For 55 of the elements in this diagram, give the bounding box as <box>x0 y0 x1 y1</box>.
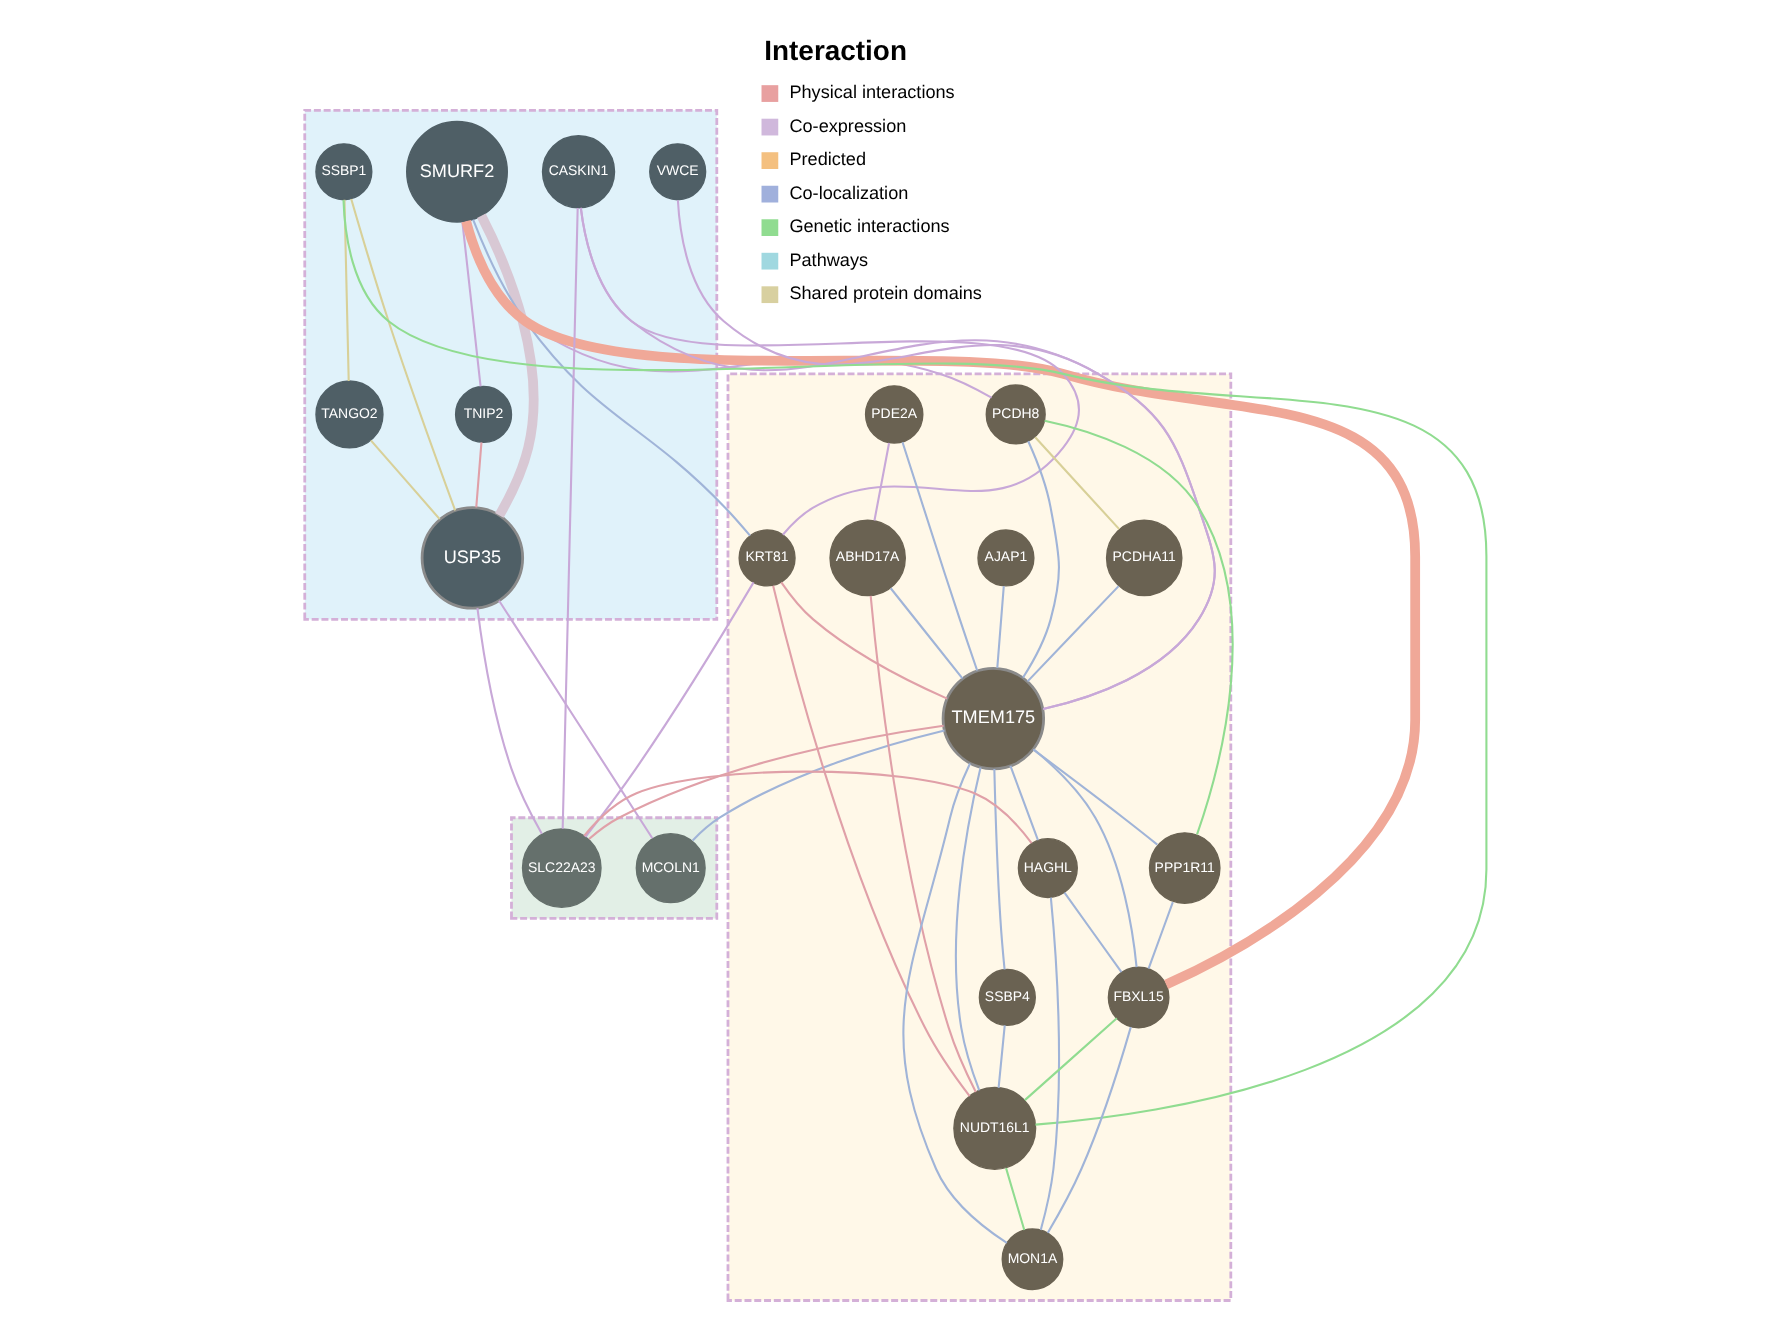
connector <box>996 586 1005 668</box>
connector <box>461 222 482 387</box>
legend-label: Genetic interactions <box>789 216 950 237</box>
connector <box>780 581 948 700</box>
connector <box>691 729 945 842</box>
connector <box>476 608 543 835</box>
legend-label: Co-localization <box>789 182 909 203</box>
connector <box>343 199 350 382</box>
connector <box>772 585 971 1097</box>
connector <box>1034 436 1120 530</box>
connector <box>1063 892 1123 973</box>
legend-label: Shared protein domains <box>789 283 982 304</box>
connector <box>461 219 1421 989</box>
connector <box>579 207 1080 536</box>
connector <box>902 763 1008 1244</box>
connector <box>561 208 579 829</box>
connector <box>1147 901 1174 970</box>
connector <box>1032 748 1138 968</box>
connector <box>350 198 457 511</box>
legend-label: Predicted <box>789 149 867 170</box>
connector <box>1032 748 1158 846</box>
connector <box>579 207 1216 710</box>
connector <box>873 442 891 521</box>
connector <box>901 441 979 671</box>
legend-label: Co-expression <box>789 115 907 136</box>
connector <box>1044 419 1234 835</box>
connector <box>954 767 982 1091</box>
node-circle: USP35 <box>420 506 525 610</box>
legend-label: Pathways <box>789 249 869 270</box>
connector <box>1005 1167 1026 1231</box>
connector <box>1039 897 1061 1231</box>
connector <box>1026 585 1120 683</box>
connector <box>993 768 1006 970</box>
cluster <box>510 816 719 920</box>
node-circle: TMEM175 <box>941 666 1046 771</box>
connector <box>477 213 539 518</box>
connector <box>584 581 755 838</box>
connector <box>1024 1017 1118 1101</box>
connector <box>583 770 1033 844</box>
connector <box>370 439 441 520</box>
connector <box>472 219 751 537</box>
node-circle: SMURF2 <box>406 120 508 223</box>
connector <box>498 600 654 839</box>
connector <box>1022 440 1060 679</box>
connector <box>342 199 1488 1126</box>
connector <box>997 1025 1006 1088</box>
connector <box>1009 765 1039 841</box>
legend-label: Physical interactions <box>789 82 955 103</box>
connector <box>588 724 944 840</box>
cluster <box>303 108 719 621</box>
label: Interaction <box>764 34 907 67</box>
connector <box>889 587 964 679</box>
connector <box>869 595 977 1093</box>
connector <box>475 442 483 508</box>
connector <box>1046 1026 1132 1234</box>
